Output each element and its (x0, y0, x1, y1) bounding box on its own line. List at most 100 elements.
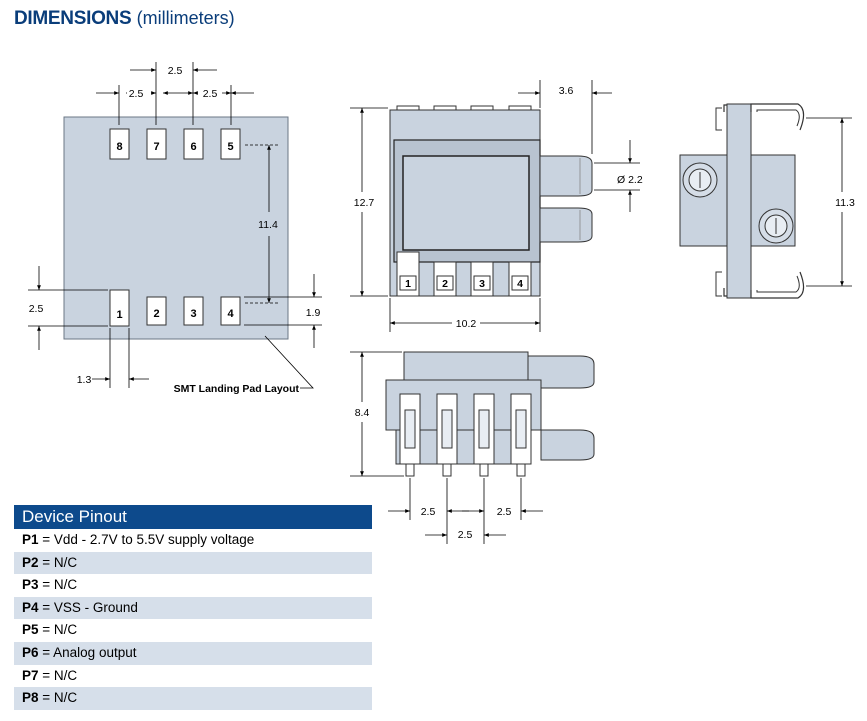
top-view-pin-1-label-box (399, 275, 417, 291)
landing-pad-top-dim-lines (96, 62, 254, 125)
side-view-lead-top (750, 103, 805, 131)
pinout-pin: P7 (22, 667, 39, 683)
landing-pad-5 (220, 128, 241, 160)
front-view-dim-height: 8.4 (355, 407, 370, 419)
landing-pad-dim-row-span: 11.4 (258, 219, 278, 231)
pinout-row: P4 = VSS - Ground (14, 596, 372, 620)
top-view-pin-3-label-box (473, 275, 491, 291)
landing-pad-view: 8 7 6 5 1 2 3 4 (28, 62, 322, 395)
landing-pad-4 (220, 296, 241, 326)
front-view-dim-pitch-center: 2.5 (458, 529, 473, 541)
front-view-dim-pitch-left: 2.5 (421, 506, 436, 518)
pinout-row: P3 = N/C (14, 574, 372, 597)
pinout-pin: P4 (22, 599, 39, 615)
top-view-dim-height: 12.7 (354, 197, 375, 209)
side-view-dim-lines (806, 117, 852, 287)
landing-pad-2 (146, 296, 167, 326)
landing-pad-7 (146, 128, 167, 160)
landing-pad-board (63, 116, 289, 340)
top-view-lid (402, 155, 530, 251)
top-view-pin-4-label-box (511, 275, 529, 291)
top-view-dim-width: 10.2 (456, 318, 477, 330)
landing-pad-label-7: 7 (153, 141, 159, 153)
landing-pad-3 (183, 296, 204, 326)
package-top-view: 8 7 6 5 1 2 3 (350, 80, 643, 332)
front-view-port-lower (540, 429, 595, 461)
landing-pad-caption: SMT Landing Pad Layout (174, 383, 300, 395)
landing-pad-label-1: 1 (116, 309, 122, 321)
pinout-pin: P8 (22, 690, 39, 706)
landing-pad-pad-height-left-lines (28, 266, 108, 350)
package-front-view: 8.4 2.5 2.5 2.5 (350, 351, 595, 544)
landing-pad-dim-pad-width: 1.3 (77, 374, 92, 386)
landing-pad-label-2: 2 (153, 308, 159, 320)
pinout-row: P7 = N/C (14, 665, 372, 688)
landing-pad-label-bg (127, 86, 151, 100)
pinout-row: P2 = N/C (14, 551, 372, 575)
top-view-dim-port-length: 3.6 (559, 85, 574, 97)
pinout-desc: = N/C (38, 554, 78, 570)
pinout-pin: P1 (22, 532, 39, 547)
device-pinout-table: Device Pinout P1 = Vdd - 2.7V to 5.5V su… (14, 505, 372, 710)
landing-pad-dim-pitch-right: 2.5 (203, 88, 218, 100)
side-view-lead-bottom (750, 271, 805, 299)
side-view-frame (726, 103, 752, 299)
landing-pad-label-4: 4 (227, 308, 234, 320)
front-view-lid (403, 351, 529, 381)
package-side-view: 11.3 (679, 103, 855, 299)
landing-pad-dim-pad-height-left: 2.5 (29, 303, 44, 315)
landing-pad-dim-pad-height-right: 1.9 (306, 307, 321, 319)
top-view-pins-bottom: 1 2 3 4 (396, 251, 532, 297)
side-view-lead-bottom-inner (756, 275, 800, 293)
title-main: DIMENSIONS (14, 8, 132, 29)
device-pinout-title: Device Pinout (14, 505, 372, 529)
landing-pad-label-6: 6 (190, 141, 196, 153)
page-title: DIMENSIONS (millimeters) (14, 8, 235, 30)
pinout-desc: = N/C (38, 667, 78, 683)
landing-pad-pad-height-right-lines (244, 274, 322, 348)
pinout-row: P5 = N/C (14, 619, 372, 642)
side-view-lead-top-inner (756, 109, 800, 127)
landing-pad-8 (109, 128, 130, 160)
landing-pad-caption-leader (264, 335, 314, 389)
pinout-desc: = N/C (38, 690, 78, 706)
landing-pad-dim-pitch-top: 2.5 (168, 65, 183, 77)
pinout-desc: = N/C (38, 577, 78, 593)
pinout-row: P8 = N/C (14, 687, 372, 710)
pinout-pin: P2 (22, 554, 39, 570)
landing-pad-top-pads: 8 7 6 5 (109, 128, 241, 160)
landing-pad-span-dim-lines (245, 144, 278, 304)
top-view-pin-label-3: 3 (479, 278, 485, 290)
landing-pad-dim-pitch-left: 2.5 (129, 88, 144, 100)
front-view-dim-lines (350, 351, 543, 544)
top-view-port-upper (539, 155, 593, 197)
top-view-pin-label-2: 2 (442, 278, 448, 290)
pinout-desc: = Analog output (38, 644, 137, 660)
front-view-pins (399, 393, 532, 477)
top-view-pin-2-label-box (436, 275, 454, 291)
landing-pad-label-3: 3 (190, 308, 196, 320)
top-view-pin-label-1: 1 (405, 278, 411, 290)
side-view-dim-height: 11.3 (835, 197, 855, 209)
landing-pad-label-5: 5 (227, 141, 233, 153)
landing-pad-bottom-pads: 1 2 3 4 (109, 289, 241, 327)
top-view-dim-port-diameter: Ø 2.2 (617, 174, 643, 186)
landing-pad-6 (183, 128, 204, 160)
pinout-row: P1 = Vdd - 2.7V to 5.5V supply voltage (14, 529, 372, 552)
pinout-pin: P5 (22, 622, 39, 638)
pinout-desc: = VSS - Ground (38, 599, 138, 615)
landing-pad-1 (109, 289, 130, 327)
top-view-port-lower (539, 207, 593, 243)
landing-pad-pad-width-lines (92, 328, 149, 388)
landing-pad-label-8: 8 (116, 141, 122, 153)
pinout-pin: P3 (22, 577, 39, 593)
pinout-row: P6 = Analog output (14, 641, 372, 665)
front-view-dim-pitch-right: 2.5 (497, 506, 512, 518)
pinout-pin: P6 (22, 644, 39, 660)
pinout-desc: = Vdd - 2.7V to 5.5V supply voltage (38, 532, 255, 547)
front-view-port-upper (527, 355, 595, 389)
landing-pad-label-bg (198, 86, 222, 100)
top-view-pin-label-4: 4 (517, 278, 523, 290)
title-units: (millimeters) (136, 8, 235, 28)
